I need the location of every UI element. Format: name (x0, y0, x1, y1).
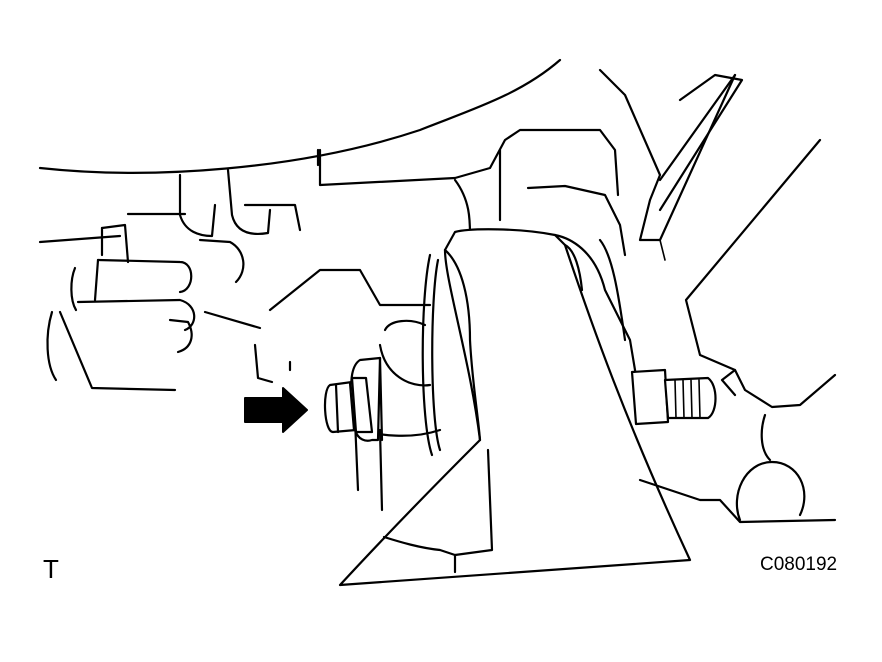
bolt-icon (323, 376, 374, 434)
figure-code: C080192 (760, 554, 838, 575)
left-bosses (46, 148, 320, 392)
arrow-right-icon (244, 387, 308, 433)
strut-arm (338, 228, 837, 587)
round-fitting (735, 413, 806, 522)
right-housing-outline (598, 68, 837, 409)
upper-body-outline (38, 58, 627, 257)
corner-label: T (43, 554, 59, 584)
threaded-stud-icon (630, 368, 717, 426)
